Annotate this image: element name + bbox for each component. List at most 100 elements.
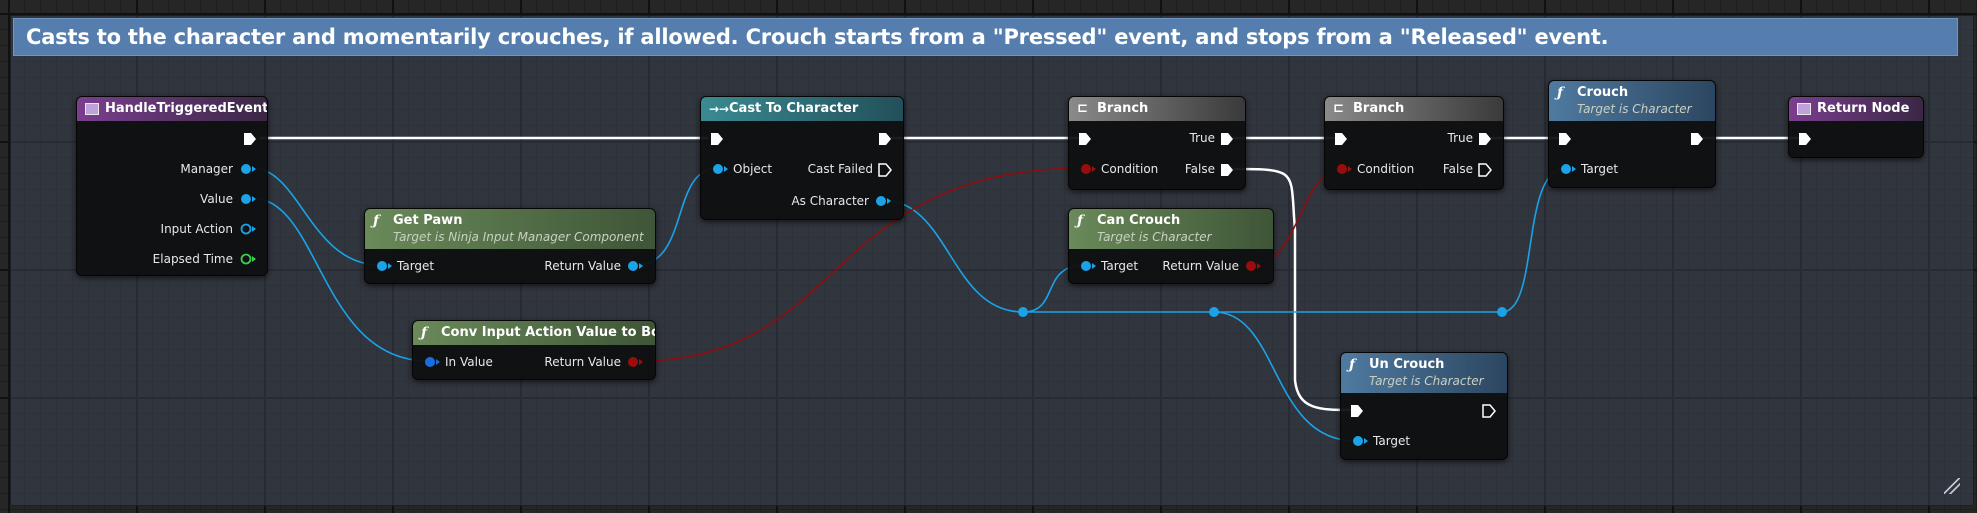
node-header xyxy=(701,97,903,121)
node-header xyxy=(1325,97,1503,121)
elapsed-time-pin[interactable] xyxy=(240,252,258,266)
pin-label-target: Target xyxy=(1373,434,1411,448)
exec-in-pin[interactable] xyxy=(1797,131,1813,147)
node-subtitle: Target is Ninja Input Manager Component xyxy=(393,230,644,244)
function-icon: ƒ xyxy=(1077,213,1084,229)
node-get-pawn[interactable]: ƒ Get Pawn Target is Ninja Input Manager… xyxy=(364,208,656,284)
node-header xyxy=(1789,97,1923,121)
exec-out-pin[interactable] xyxy=(1481,403,1497,419)
wire-bus-crouch xyxy=(1501,167,1567,313)
return-value-pin[interactable] xyxy=(627,259,645,273)
input-action-pin[interactable] xyxy=(240,222,258,236)
exec-in-pin[interactable] xyxy=(1333,131,1349,147)
node-conv-input-action-value[interactable]: ƒ Conv Input Action Value to Bool In Val… xyxy=(412,320,656,380)
node-branch-1[interactable]: ⊏ Branch True Condition False xyxy=(1068,96,1246,190)
exec-in-pin[interactable] xyxy=(1077,131,1093,147)
object-pin[interactable] xyxy=(711,162,729,176)
node-title: Un Crouch xyxy=(1369,357,1445,372)
wire-bus-uncrouch xyxy=(1213,311,1357,442)
reroute-knot xyxy=(1018,307,1028,317)
pin-label-condition: Condition xyxy=(1357,162,1415,176)
node-header xyxy=(365,209,655,249)
pin-label-target: Target xyxy=(397,259,435,273)
target-pin[interactable] xyxy=(1351,434,1369,448)
node-title: HandleTriggeredEvent xyxy=(105,101,268,116)
node-header xyxy=(1069,97,1245,121)
pin-label-manager: Manager xyxy=(180,162,233,176)
comment-title: Casts to the character and momentarily c… xyxy=(26,25,1609,49)
comment-header[interactable]: Casts to the character and momentarily c… xyxy=(13,18,1958,56)
target-pin[interactable] xyxy=(1079,259,1097,273)
pin-label-false: False xyxy=(1184,162,1215,176)
exec-in-pin[interactable] xyxy=(1557,131,1573,147)
function-icon: ƒ xyxy=(1349,357,1356,373)
node-subtitle: Target is Character xyxy=(1097,230,1212,244)
condition-pin[interactable] xyxy=(1335,162,1353,176)
node-title: Branch xyxy=(1097,101,1149,116)
in-value-pin[interactable] xyxy=(423,355,441,369)
pin-label-cast-failed: Cast Failed xyxy=(807,162,873,176)
cast-icon: →→ xyxy=(709,102,730,116)
node-subtitle: Target is Character xyxy=(1369,374,1484,388)
function-icon: ƒ xyxy=(1557,85,1564,101)
node-header xyxy=(413,321,655,345)
false-pin[interactable] xyxy=(1477,162,1493,178)
node-can-crouch[interactable]: ƒ Can Crouch Target is Character Target … xyxy=(1068,208,1274,284)
return-value-pin[interactable] xyxy=(1245,259,1263,273)
function-icon: ƒ xyxy=(421,325,428,341)
exec-out-pin[interactable] xyxy=(1689,131,1705,147)
comment-resize-grip[interactable] xyxy=(1944,478,1960,494)
pin-label-condition: Condition xyxy=(1101,162,1159,176)
exec-wire-false-uncrouch xyxy=(1232,167,1353,412)
return-value-pin[interactable] xyxy=(627,355,645,369)
true-pin[interactable] xyxy=(1219,131,1235,147)
node-header xyxy=(1549,81,1715,121)
node-crouch[interactable]: ƒ Crouch Target is Character Target xyxy=(1548,80,1716,188)
node-handle-triggered-event[interactable]: HandleTriggeredEvent Manager Value Input… xyxy=(76,96,268,276)
reroute-knot xyxy=(1209,307,1219,317)
reroute-knot xyxy=(1497,307,1507,317)
node-header xyxy=(77,97,267,121)
node-return[interactable]: Return Node xyxy=(1788,96,1924,158)
pin-label-false: False xyxy=(1442,162,1473,176)
node-cast-to-character[interactable]: →→ Cast To Character Object Cast Failed … xyxy=(700,96,904,220)
exec-in-pin[interactable] xyxy=(1349,403,1365,419)
condition-pin[interactable] xyxy=(1079,162,1097,176)
pin-label-true: True xyxy=(1189,131,1216,145)
cast-failed-pin[interactable] xyxy=(877,162,893,178)
event-icon xyxy=(85,103,99,115)
function-icon xyxy=(1797,103,1811,115)
node-title: Get Pawn xyxy=(393,213,463,228)
node-title: Crouch xyxy=(1577,85,1629,100)
node-title: Cast To Character xyxy=(729,101,859,116)
manager-pin[interactable] xyxy=(240,162,258,176)
exec-out-pin[interactable] xyxy=(242,131,258,147)
branch-icon: ⊏ xyxy=(1077,101,1088,116)
pin-label-true: True xyxy=(1447,131,1474,145)
pin-label-target: Target xyxy=(1581,162,1619,176)
wire-ascharacter-bus xyxy=(881,199,1024,313)
node-header xyxy=(1341,353,1507,393)
target-pin[interactable] xyxy=(375,259,393,273)
node-title: Conv Input Action Value to Bool xyxy=(441,325,656,340)
target-pin[interactable] xyxy=(1559,162,1577,176)
as-character-pin[interactable] xyxy=(875,194,893,208)
node-title: Can Crouch xyxy=(1097,213,1181,228)
branch-icon: ⊏ xyxy=(1333,101,1344,116)
exec-in-pin[interactable] xyxy=(709,131,725,147)
function-icon: ƒ xyxy=(373,213,380,229)
wire-conv-branch1 xyxy=(635,167,1087,362)
pin-label-as-character: As Character xyxy=(791,194,869,208)
true-pin[interactable] xyxy=(1477,131,1493,147)
node-branch-2[interactable]: ⊏ Branch True Condition False xyxy=(1324,96,1504,190)
pin-label-input-action: Input Action xyxy=(160,222,233,236)
exec-out-pin[interactable] xyxy=(877,131,893,147)
pin-label-return-value: Return Value xyxy=(1162,259,1239,273)
pin-label-object: Object xyxy=(733,162,773,176)
value-pin[interactable] xyxy=(240,192,258,206)
node-un-crouch[interactable]: ƒ Un Crouch Target is Character Target xyxy=(1340,352,1508,460)
false-pin[interactable] xyxy=(1219,162,1235,178)
pin-label-target: Target xyxy=(1101,259,1139,273)
pin-label-return-value: Return Value xyxy=(544,259,621,273)
